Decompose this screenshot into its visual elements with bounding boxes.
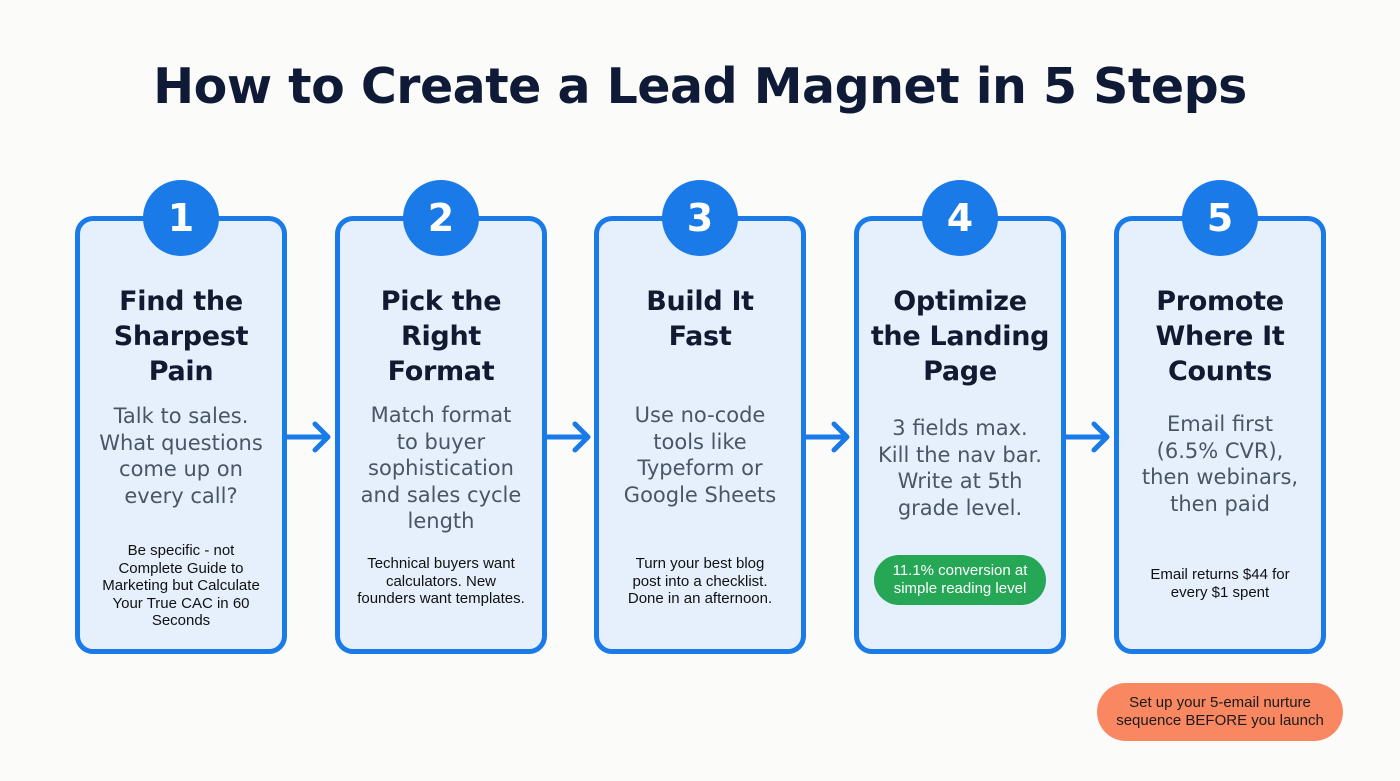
step-note: Turn your best blog post into a checklis… [627, 555, 773, 607]
step-card-body: Pick the Right Format Match format to bu… [335, 216, 547, 654]
conversion-stat-badge: 11.1% conversion at simple reading level [874, 555, 1046, 605]
step-card-body: Build It Fast Use no-code tools like Typ… [594, 216, 806, 654]
step-description: 3 fields max. Kill the nav bar. Write at… [878, 416, 1042, 520]
step-number-badge: 2 [403, 180, 479, 256]
page-title: How to Create a Lead Magnet in 5 Steps [153, 58, 1247, 115]
step-description: Use no-code tools like Typeform or Googl… [623, 403, 777, 507]
step-card-3: 3 Build It Fast Use no-code tools like T… [594, 180, 806, 655]
step-heading: Optimize the Landing Page [870, 286, 1050, 387]
step-note: Be specific - not Complete Guide to Mark… [102, 542, 260, 629]
step-card-2: 2 Pick the Right Format Match format to … [335, 180, 547, 655]
step-card-5: 5 Promote Where It Counts Email first (6… [1114, 180, 1326, 655]
step-number-badge: 1 [143, 180, 219, 256]
arrow-right-icon [544, 421, 591, 453]
step-card-body: Promote Where It Counts Email first (6.5… [1114, 216, 1326, 654]
step-heading: Pick the Right Format [380, 286, 502, 387]
step-card-body: Optimize the Landing Page 3 fields max. … [854, 216, 1066, 654]
step-card-body: Find the Sharpest Pain Talk to sales. Wh… [75, 216, 287, 654]
arrow-right-icon [1063, 421, 1110, 453]
step-note: Technical buyers want calculators. New f… [357, 555, 525, 607]
step-note: Email returns $44 for every $1 spent [1150, 566, 1290, 601]
step-description: Talk to sales. What questions come up on… [99, 404, 263, 508]
step-card-1: 1 Find the Sharpest Pain Talk to sales. … [75, 180, 287, 655]
step-number-badge: 5 [1182, 180, 1258, 256]
step-description: Email first (6.5% CVR), then webinars, t… [1141, 412, 1299, 516]
step-number-badge: 4 [922, 180, 998, 256]
step-description: Match format to buyer sophistication and… [360, 403, 522, 533]
step-card-4: 4 Optimize the Landing Page 3 fields max… [854, 180, 1066, 655]
step-heading: Promote Where It Counts [1155, 286, 1285, 387]
arrow-right-icon [284, 421, 331, 453]
arrow-right-icon [803, 421, 850, 453]
step-number-badge: 3 [662, 180, 738, 256]
step-heading: Build It Fast [646, 286, 754, 352]
step-heading: Find the Sharpest Pain [113, 286, 249, 387]
launch-reminder-callout: Set up your 5-email nurture sequence BEF… [1097, 683, 1343, 741]
